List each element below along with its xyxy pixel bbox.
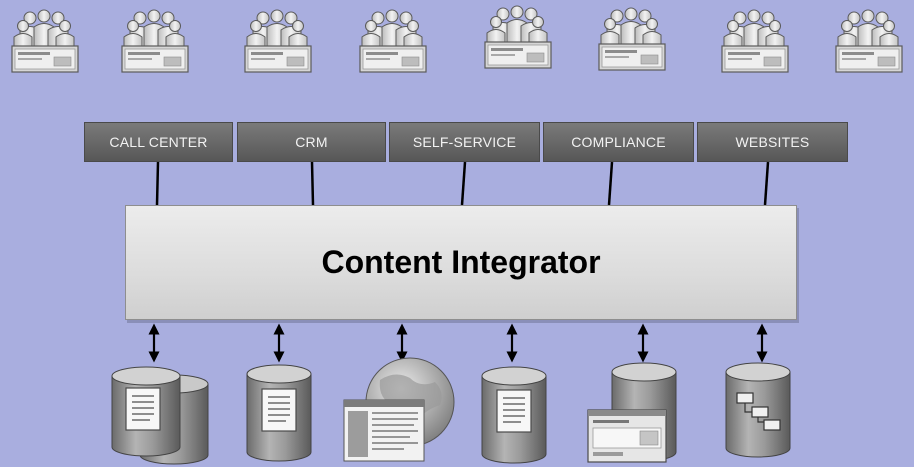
connector-line <box>607 161 614 206</box>
connector-line <box>460 161 467 206</box>
connector-line <box>155 161 160 206</box>
label-call-center: CALL CENTER <box>84 122 233 162</box>
user-group-icon <box>598 7 666 71</box>
user-group-icon <box>121 9 189 73</box>
connector-line <box>310 161 315 206</box>
application-database-icon <box>587 362 677 463</box>
user-group-icon <box>244 9 312 73</box>
document-database-icon <box>481 366 547 464</box>
content-integrator-label: Content Integrator <box>321 244 601 280</box>
connector-line <box>763 161 770 206</box>
workflow-database-icon <box>725 362 791 458</box>
content-integrator-box: Content Integrator <box>125 205 797 320</box>
user-group-icon <box>721 9 789 73</box>
user-groups <box>11 5 903 73</box>
source-arrows <box>148 323 768 363</box>
document-database-icon <box>246 364 312 462</box>
user-group-icon <box>11 9 79 73</box>
user-group-icon <box>359 9 427 73</box>
label-self-service: SELF-SERVICE <box>389 122 540 162</box>
user-group-icon <box>484 5 552 69</box>
connector-lines <box>155 161 770 206</box>
user-group-icon <box>835 9 903 73</box>
label-compliance: COMPLIANCE <box>543 122 694 162</box>
document-database-stack-icon <box>111 366 209 465</box>
label-websites: WEBSITES <box>697 122 848 162</box>
label-crm: CRM <box>237 122 386 162</box>
web-globe-icon <box>343 357 455 462</box>
